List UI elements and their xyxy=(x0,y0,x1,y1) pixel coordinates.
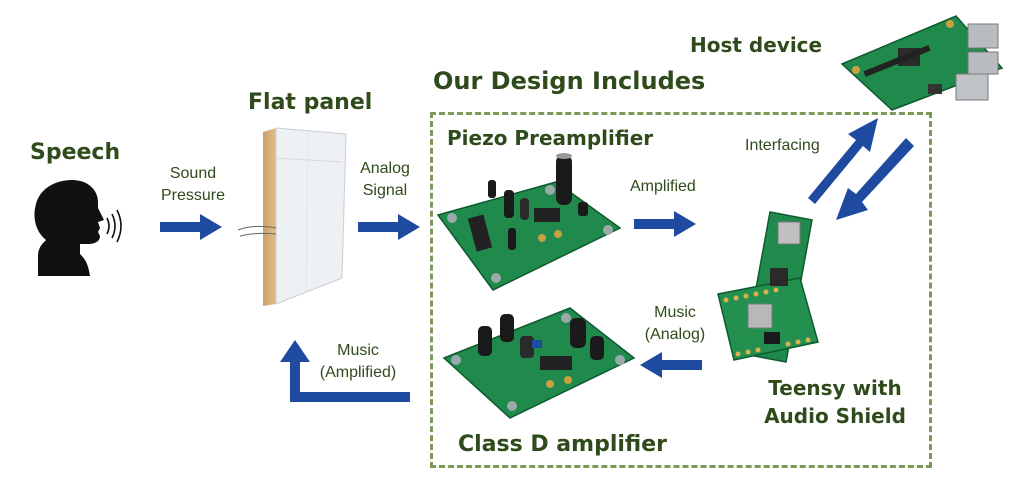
teensy-board-image xyxy=(717,211,819,363)
music-amplified-label: Music (Amplified) xyxy=(308,340,408,384)
design-title: Our Design Includes xyxy=(433,67,706,95)
amplified-label: Amplified xyxy=(630,178,696,195)
analog-label-line2: Signal xyxy=(362,182,408,199)
flat-panel-title: Flat panel xyxy=(248,90,373,115)
sound-label-line2: Pressure xyxy=(160,187,226,204)
speech-title: Speech xyxy=(30,140,121,165)
teensy-title: Teensy with Audio Shield xyxy=(760,374,910,430)
music-amp-line1: Music xyxy=(337,342,379,359)
class-d-board-image xyxy=(442,307,636,419)
music-analog-line1: Music xyxy=(654,304,696,321)
class-d-title: Class D amplifier xyxy=(458,432,667,457)
head-silhouette-icon xyxy=(34,180,122,276)
music-amp-line2: (Amplified) xyxy=(319,364,397,381)
music-amplified-arrow-icon xyxy=(280,340,410,402)
music-analog-line2: (Analog) xyxy=(644,326,706,343)
sound-arrow-icon xyxy=(160,214,222,240)
music-analog-arrow-icon xyxy=(640,352,702,378)
analog-label-line1: Analog xyxy=(360,160,410,177)
analog-signal-label: Analog Signal xyxy=(345,158,425,202)
sound-pressure-label: Sound Pressure xyxy=(148,163,238,207)
interfacing-down-arrow-icon xyxy=(836,138,914,220)
flat-panel-image xyxy=(237,127,347,306)
music-analog-label: Music (Analog) xyxy=(640,302,710,346)
preamp-board-image xyxy=(436,153,622,291)
sound-label-line1: Sound xyxy=(169,165,217,182)
host-device-title: Host device xyxy=(690,33,823,57)
analog-arrow-icon xyxy=(358,214,420,240)
raspberry-pi-image xyxy=(840,15,1004,111)
teensy-title-line2: Audio Shield xyxy=(764,404,906,428)
design-boundary xyxy=(430,112,932,468)
amplified-arrow-icon xyxy=(634,211,696,237)
interfacing-label: Interfacing xyxy=(745,137,820,154)
interfacing-up-arrow-icon xyxy=(808,118,878,204)
preamp-title: Piezo Preamplifier xyxy=(447,126,654,150)
teensy-title-line1: Teensy with xyxy=(768,376,902,400)
